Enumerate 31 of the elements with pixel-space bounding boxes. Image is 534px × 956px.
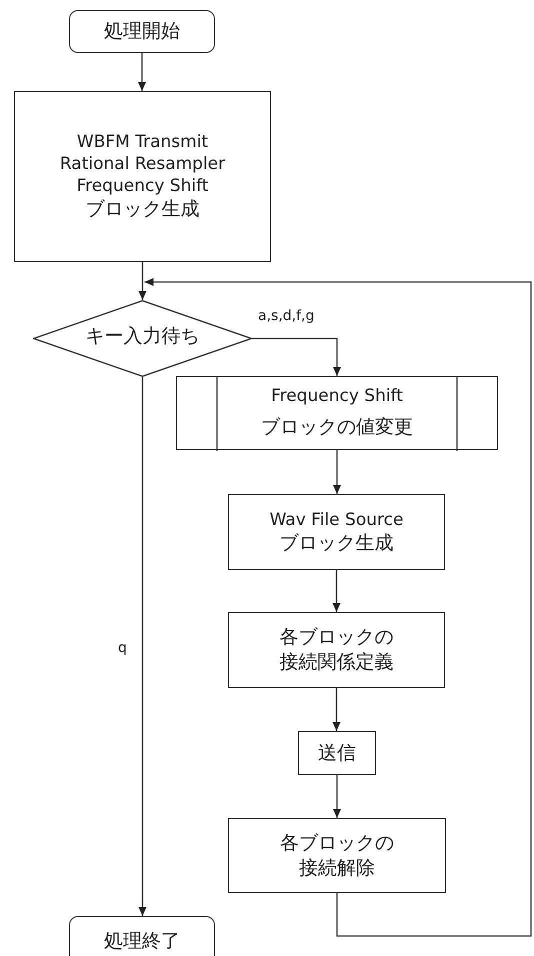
step-text: ブロック生成 <box>280 530 394 556</box>
step-text: 送信 <box>318 740 356 766</box>
arrow <box>144 278 532 937</box>
step-text: 処理終了 <box>104 928 180 954</box>
process-box <box>228 494 445 570</box>
process-box <box>228 818 446 893</box>
arrow <box>332 570 340 612</box>
step-text: 各ブロックの接続関係定義 <box>278 625 394 675</box>
arrow <box>332 688 340 731</box>
process-box <box>14 91 271 262</box>
step-text: ブロック生成 <box>86 197 200 222</box>
arrow <box>138 53 146 91</box>
step-text: WBFM Transmit Rational Resampler Frequency Shift <box>58 131 226 198</box>
subroutine-box <box>176 376 498 450</box>
step-text: 処理開始 <box>104 19 180 44</box>
step-text: キー入力待ち <box>86 324 200 349</box>
decision-diamond <box>33 300 252 377</box>
edge-label: a,s,d,f,g <box>258 308 314 324</box>
step-text: ブロックの値変更 <box>261 415 413 440</box>
arrow <box>138 262 146 300</box>
arrow <box>333 450 341 494</box>
terminal-box <box>69 916 215 956</box>
arrow <box>252 338 341 376</box>
step-text: Wav File Source <box>270 508 404 531</box>
step-text: Frequency Shift <box>271 385 403 408</box>
process-box <box>298 731 376 775</box>
arrow <box>333 775 341 818</box>
arrow <box>138 377 146 916</box>
terminal-box <box>69 10 215 53</box>
process-box <box>228 612 445 688</box>
step-text: 各ブロックの接続解除 <box>279 830 395 880</box>
